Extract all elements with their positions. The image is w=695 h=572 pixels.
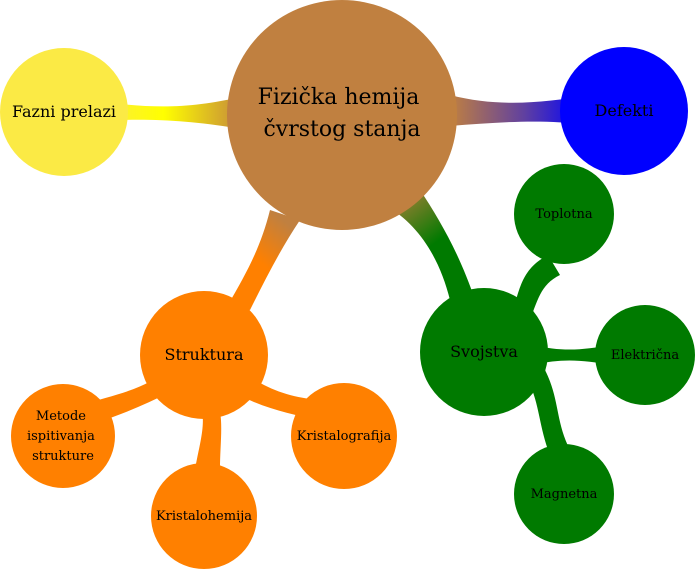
node-magnetna: Magnetna bbox=[514, 444, 614, 544]
svojstva-label: Svojstva bbox=[450, 342, 518, 361]
root-line: čvrstog stanja bbox=[263, 117, 420, 142]
elektricna-circle bbox=[595, 305, 695, 405]
defekti-label: Defekti bbox=[595, 101, 654, 120]
node-kristalografija: Kristalografija bbox=[291, 383, 397, 489]
node-elektricna: Električna bbox=[595, 305, 695, 405]
root-circle bbox=[227, 0, 457, 230]
connector-struktura bbox=[228, 210, 300, 310]
metode-line: Metode bbox=[36, 409, 86, 424]
metode-line: ispitivanja bbox=[27, 429, 95, 444]
kristalohemija-label: Kristalohemija bbox=[156, 509, 252, 524]
connector-svojstva bbox=[385, 190, 475, 300]
struktura-circle bbox=[140, 291, 268, 419]
fazni-circle bbox=[0, 48, 128, 176]
kristalografija-circle bbox=[291, 383, 397, 489]
node-svojstva: Svojstva bbox=[420, 288, 548, 416]
kristalografija-label: Kristalografija bbox=[297, 429, 392, 444]
kristalohemija-circle bbox=[151, 463, 257, 569]
struktura-label: Struktura bbox=[165, 345, 244, 364]
defekti-circle bbox=[560, 47, 688, 175]
svg-text:Metode ispitivanja: Metode ispitivanja strukture bbox=[27, 409, 99, 464]
magnetna-label: Magnetna bbox=[531, 487, 598, 502]
connector-elektricna bbox=[535, 345, 610, 365]
svojstva-circle bbox=[420, 288, 548, 416]
toplotna-circle bbox=[514, 164, 614, 264]
elektricna-label: Električna bbox=[611, 348, 679, 363]
root-line: Fizička hemija bbox=[258, 85, 420, 110]
connector-magnetna bbox=[525, 370, 570, 455]
svg-text:Fizička hemija čvrstog s: Fizička hemija čvrstog stanja bbox=[258, 85, 427, 142]
connector-defekti bbox=[450, 95, 585, 126]
connector-fazni bbox=[95, 96, 248, 130]
metode-circle bbox=[11, 384, 115, 488]
node-struktura: Struktura bbox=[140, 291, 268, 419]
node-fazni-prelazi: Fazni prelazi bbox=[0, 48, 128, 176]
toplotna-label: Toplotna bbox=[535, 207, 592, 222]
root-node: Fizička hemija čvrstog stanja bbox=[227, 0, 457, 230]
node-kristalohemija: Kristalohemija bbox=[151, 463, 257, 569]
node-metode-ispitivanja-strukture: Metode ispitivanja strukture bbox=[11, 384, 115, 488]
metode-line: strukture bbox=[32, 449, 94, 464]
magnetna-circle bbox=[514, 444, 614, 544]
node-defekti: Defekti bbox=[560, 47, 688, 175]
fazni-label: Fazni prelazi bbox=[12, 102, 116, 121]
node-toplotna: Toplotna bbox=[514, 164, 614, 264]
